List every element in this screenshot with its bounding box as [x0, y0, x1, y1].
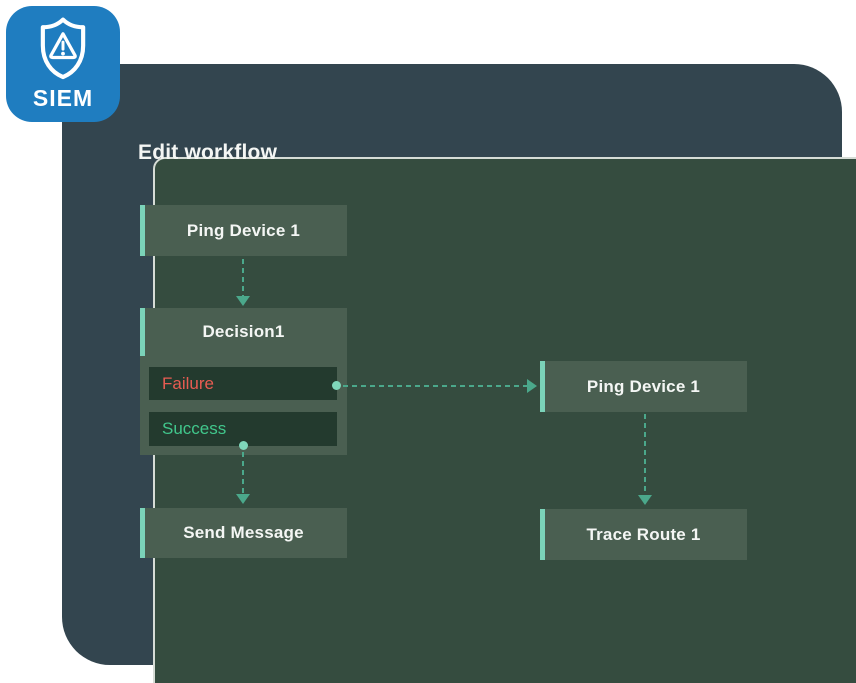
node-label: Trace Route 1 [586, 524, 701, 544]
connector-ping-to-decision [242, 259, 244, 297]
arrowhead-down-icon [236, 296, 250, 306]
connector-origin-dot [332, 381, 341, 390]
node-accent-bar [140, 508, 145, 558]
branch-failure-label: Failure [162, 373, 214, 393]
node-trace-route-1[interactable]: Trace Route 1 [540, 509, 747, 560]
branch-failure[interactable]: Failure [149, 367, 337, 400]
node-label: Ping Device 1 [186, 220, 301, 240]
node-send-message[interactable]: Send Message [140, 508, 347, 558]
node-accent-bar [540, 361, 545, 412]
siem-badge: SIEM [6, 6, 120, 122]
page-title: Edit workflow [138, 141, 278, 164]
node-label: Ping Device 1 [586, 376, 701, 396]
node-label: Send Message [183, 523, 304, 542]
node-ping-device-1-right[interactable]: Ping Device 1 [540, 361, 747, 412]
decision-header[interactable]: Decision1 [140, 308, 347, 356]
connector-origin-dot [239, 441, 248, 450]
connector-ping-right-to-trace [644, 414, 646, 495]
branch-success[interactable]: Success [149, 412, 337, 446]
arrowhead-down-icon [236, 494, 250, 504]
node-decision1[interactable]: Decision1 Failure Success [140, 308, 347, 455]
shield-alert-icon [40, 17, 86, 80]
node-accent-bar [140, 308, 145, 356]
connector-failure-to-ping-right [343, 385, 527, 387]
arrowhead-down-icon [638, 495, 652, 505]
node-ping-device-1-top[interactable]: Ping Device 1 [140, 205, 347, 256]
branch-success-label: Success [162, 419, 227, 438]
badge-label: SIEM [32, 85, 94, 111]
connector-success-to-send [242, 452, 244, 495]
node-accent-bar [140, 205, 145, 256]
node-accent-bar [540, 509, 545, 560]
arrowhead-right-icon [527, 379, 537, 393]
node-label: Decision1 [202, 322, 285, 341]
